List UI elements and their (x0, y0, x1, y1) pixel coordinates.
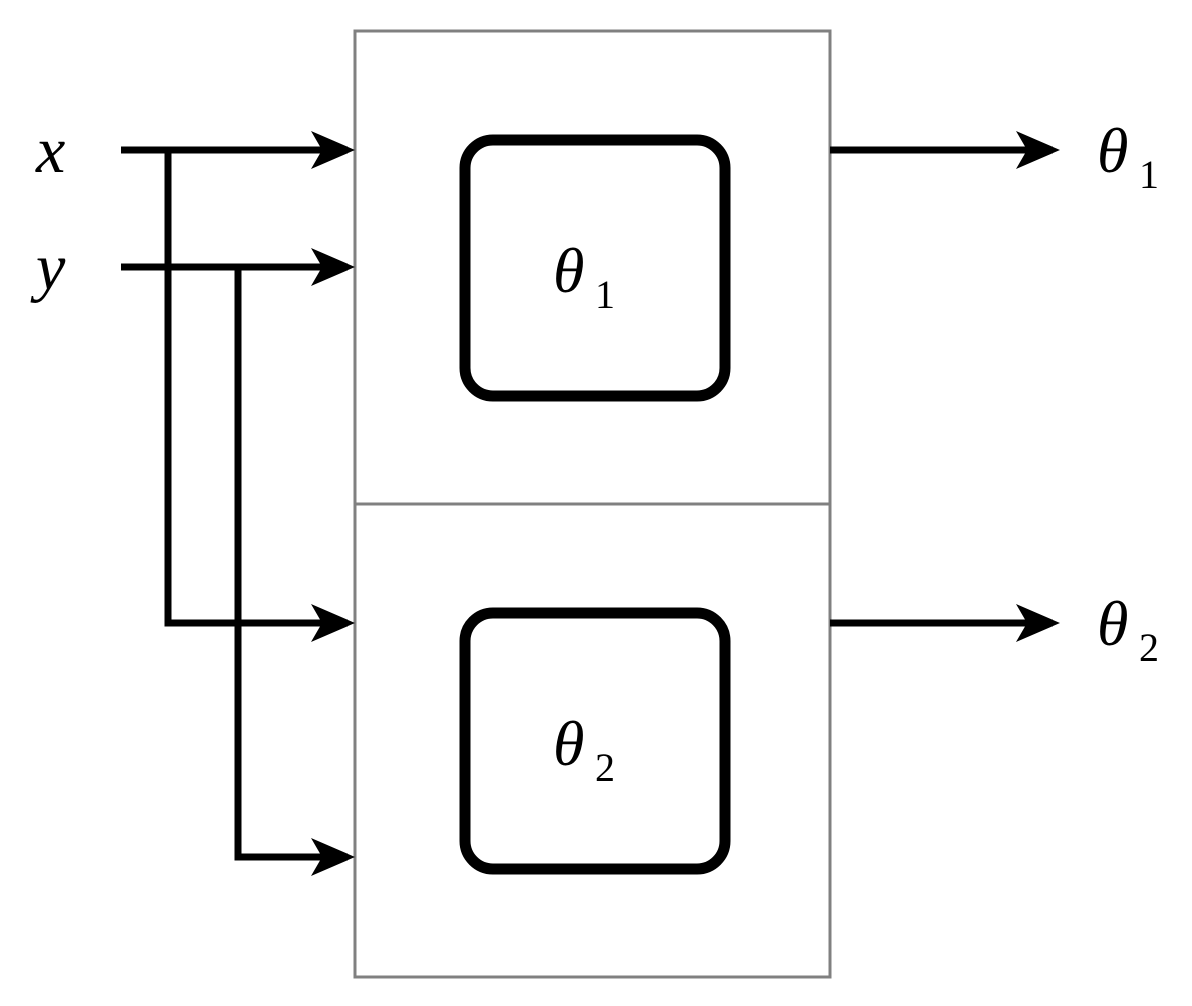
output-label-theta2-sub: 2 (1139, 625, 1159, 670)
input-label-y: y (30, 231, 66, 304)
block-theta2[interactable] (459, 607, 731, 875)
block-theta1[interactable] (459, 134, 731, 402)
output-label-theta1: θ 1 (1097, 115, 1159, 197)
wire-x-branch (164, 150, 348, 627)
arrowhead-output-theta2 (1016, 604, 1060, 642)
block-label-theta1: θ 1 (553, 235, 615, 317)
block-label-theta2-sub: 2 (595, 745, 615, 790)
block-label-theta1-base: θ (553, 235, 584, 306)
block-label-theta2-base: θ (553, 708, 584, 779)
wire-y-branch (234, 267, 348, 861)
block-label-theta1-sub: 1 (595, 272, 615, 317)
output-label-theta1-sub: 1 (1139, 152, 1159, 197)
arrowhead-panel-top-input-x (311, 131, 355, 169)
output-label-theta2: θ 2 (1097, 588, 1159, 670)
input-label-x: x (35, 114, 65, 187)
block-label-theta2: θ 2 (553, 708, 615, 790)
arrowhead-panel-bottom-input-x (311, 604, 355, 642)
output-label-theta1-base: θ (1097, 115, 1128, 186)
output-label-theta2-base: θ (1097, 588, 1128, 659)
arrowhead-output-theta1 (1016, 131, 1060, 169)
arrowhead-panel-bottom-input-y (311, 838, 355, 876)
arrowhead-panel-top-input-y (311, 248, 355, 286)
